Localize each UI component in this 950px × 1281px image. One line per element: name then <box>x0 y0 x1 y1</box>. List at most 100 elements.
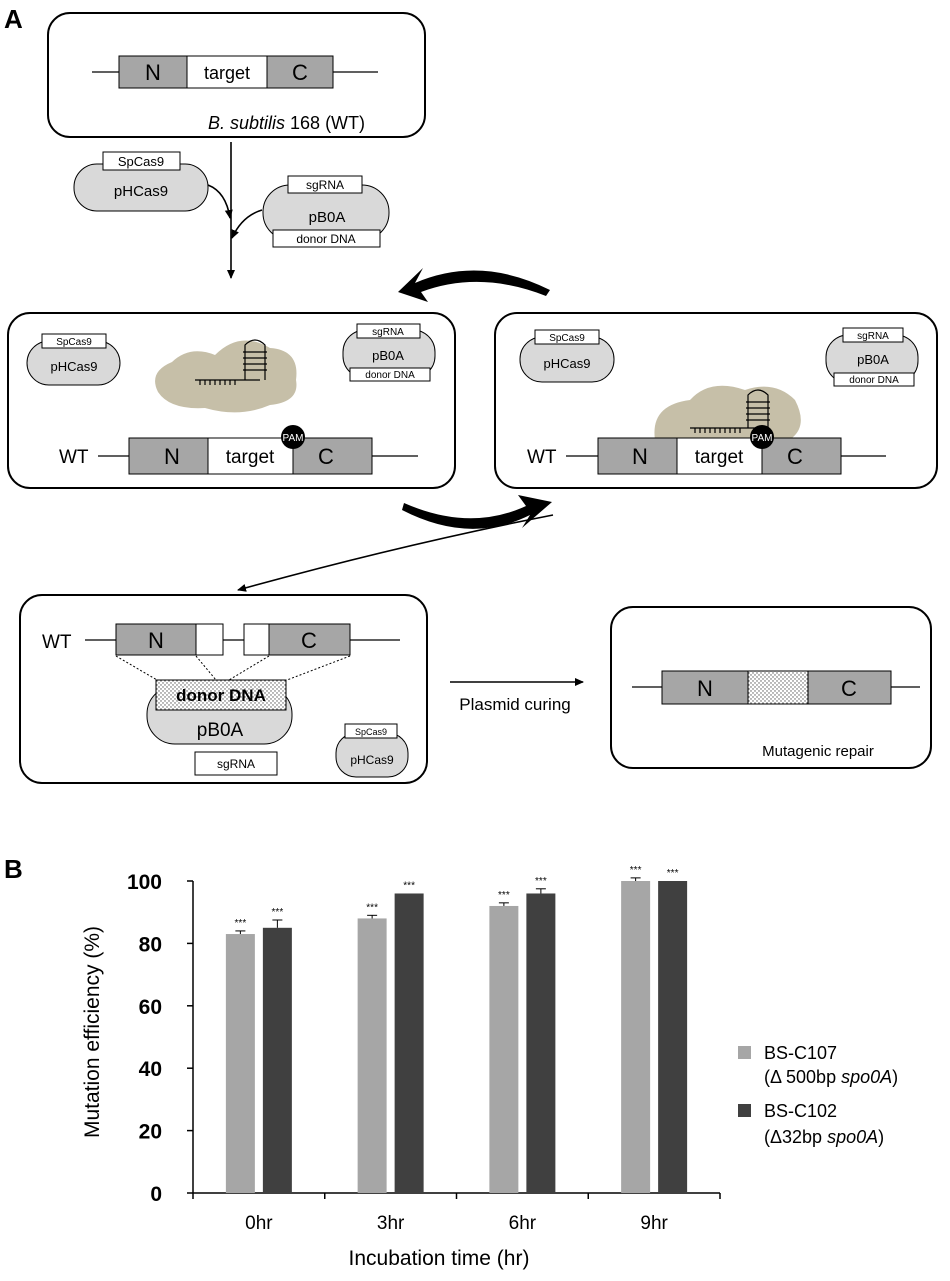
bar-bs-c107-9hr <box>621 881 651 1193</box>
donor-dna-label: donor DNA <box>176 686 266 705</box>
significance-label: *** <box>235 918 247 929</box>
bar-bs-c102-9hr <box>658 881 688 1193</box>
y-tick-label: 80 <box>139 933 162 956</box>
x-tick-label: 9hr <box>640 1213 668 1234</box>
spcas9-insert-label: SpCas9 <box>56 337 92 348</box>
gene-c-label: C <box>787 444 803 469</box>
gene-n-label: N <box>164 444 180 469</box>
sgrna-hairpin-icon <box>690 389 770 433</box>
spcas9-insert-label: SpCas9 <box>355 727 387 737</box>
sgrna-insert-label: sgRNA <box>217 757 255 771</box>
bar-bs-c102-0hr <box>262 927 292 1193</box>
wt-label: WT <box>59 447 89 468</box>
gene-n-label: N <box>148 628 164 653</box>
significance-label: *** <box>630 865 642 876</box>
bar-bs-c102-6hr <box>526 893 556 1193</box>
pHCas9-label: pHCas9 <box>51 359 98 374</box>
legend-gene-italic: spo0A <box>827 1127 878 1147</box>
pam-site-icon <box>750 425 774 449</box>
significance-label: *** <box>535 876 547 887</box>
wt-label: WT <box>527 447 557 468</box>
plasmid-pB0A-input: sgRNA pB0A donor DNA <box>262 175 390 248</box>
legend-detail-text: (Δ32bp <box>764 1127 827 1147</box>
sgrna-insert-label: sgRNA <box>857 331 889 342</box>
gene-c-label: C <box>318 444 334 469</box>
y-axis-label: Mutation efficiency (%) <box>81 926 104 1138</box>
y-axis: 0 20 40 60 80 100 <box>127 871 194 1206</box>
pB0A-label: pB0A <box>309 209 346 226</box>
bars: ************************ <box>225 865 688 1193</box>
bar-bs-c107-6hr <box>489 905 519 1193</box>
gene-target-label: target <box>695 447 744 468</box>
donor-insert-label: donor DNA <box>296 232 355 246</box>
y-tick-label: 40 <box>139 1058 162 1081</box>
panel-b-letter: B <box>4 854 23 884</box>
pam-site-icon <box>281 425 305 449</box>
legend-detail-close: ) <box>892 1067 898 1087</box>
significance-label: *** <box>366 902 378 913</box>
legend-detail-bs-c102: (Δ32bp spo0A) <box>764 1127 884 1147</box>
plasmid-pHCas9-input: SpCas9 pHCas9 <box>73 151 209 212</box>
x-axis-label: Incubation time (hr) <box>349 1247 530 1270</box>
donor-dna-box <box>155 679 287 711</box>
legend-name-bs-c107: BS-C107 <box>764 1043 837 1063</box>
cell-homology-repair: WT N C donor DNA pB0A sgRNA SpCas9 pHCas… <box>19 594 428 784</box>
pB0A-label: pB0A <box>857 352 889 367</box>
gene-target-label: target <box>226 447 275 468</box>
cycle-arrow-bottom <box>402 495 552 529</box>
legend-swatch-bs-c102 <box>738 1104 751 1117</box>
y-tick-label: 100 <box>127 871 162 894</box>
y-tick-label: 20 <box>139 1121 162 1144</box>
homology-lines <box>115 655 351 681</box>
legend-detail-bs-c107: (Δ 500bp spo0A) <box>764 1067 898 1087</box>
gene-n-label: N <box>697 676 713 701</box>
mutation-efficiency-chart: 0 20 40 60 80 100 0hr 3hr 6hr 9hr *** *** *** *** **… <box>81 865 721 1270</box>
pB0A-label: pB0A <box>197 720 244 741</box>
x-tick-label: 0hr <box>245 1213 273 1234</box>
spcas9-insert-label: SpCas9 <box>118 154 164 169</box>
gene-c-label: C <box>301 628 317 653</box>
panel-a-letter: A <box>4 4 23 34</box>
bar-bs-c102-3hr <box>394 893 424 1193</box>
gene-target-label: target <box>204 63 250 83</box>
sgrna-hairpin-icon <box>195 339 267 385</box>
y-tick-label: 0 <box>150 1183 162 1206</box>
wt-label: WT <box>42 632 72 653</box>
cell-cas9-bound: SpCas9 pHCas9 sgRNA pB0A donor DNA WT N … <box>494 312 938 489</box>
gene-c-label: C <box>841 676 857 701</box>
strain-label: B. subtilis 168 (WT) <box>208 113 365 133</box>
legend-detail-text: (Δ 500bp <box>764 1067 841 1087</box>
bar-bs-c107-0hr <box>225 934 255 1193</box>
spcas9-insert-label: SpCas9 <box>549 333 585 344</box>
pHCas9-label: pHCas9 <box>544 356 591 371</box>
significance-label: *** <box>403 880 415 891</box>
curing-label: Plasmid curing <box>459 695 571 714</box>
sgrna-insert-label: sgRNA <box>306 178 344 192</box>
pam-label: PAM <box>752 433 773 444</box>
pHCas9-label: pHCas9 <box>350 753 394 767</box>
mutagenic-repair-label: Mutagenic repair <box>762 743 874 760</box>
donor-insert-label: donor DNA <box>849 375 899 386</box>
x-axis: 0hr 3hr 6hr 9hr <box>192 1192 721 1234</box>
gene-n-label: N <box>145 60 161 85</box>
pB0A-label: pB0A <box>372 348 404 363</box>
cycle-arrow-top <box>398 268 550 302</box>
wild-type-cell: N target C B. subtilis 168 (WT) <box>47 12 426 138</box>
cleavage-arrow <box>237 514 554 592</box>
significance-label: *** <box>272 907 284 918</box>
gene-c-label: C <box>292 60 308 85</box>
cell-cas9-unbound: SpCas9 pHCas9 sgRNA pB0A donor DNA WT N … <box>7 312 456 489</box>
strain-species: B. subtilis <box>208 113 285 133</box>
significance-label: *** <box>667 868 679 879</box>
transformation-arrows <box>207 142 263 279</box>
x-tick-label: 3hr <box>377 1213 405 1234</box>
x-tick-label: 6hr <box>509 1213 537 1234</box>
gene-n-label: N <box>632 444 648 469</box>
legend-name-bs-c102: BS-C102 <box>764 1101 837 1121</box>
donor-insert-label: donor DNA <box>365 370 415 381</box>
inserted-donor-segment <box>747 670 809 705</box>
y-tick-label: 60 <box>139 996 162 1019</box>
chart-legend: BS-C107 (Δ 500bp spo0A) BS-C102 (Δ32bp s… <box>738 1043 898 1147</box>
pHCas9-label: pHCas9 <box>114 183 168 200</box>
